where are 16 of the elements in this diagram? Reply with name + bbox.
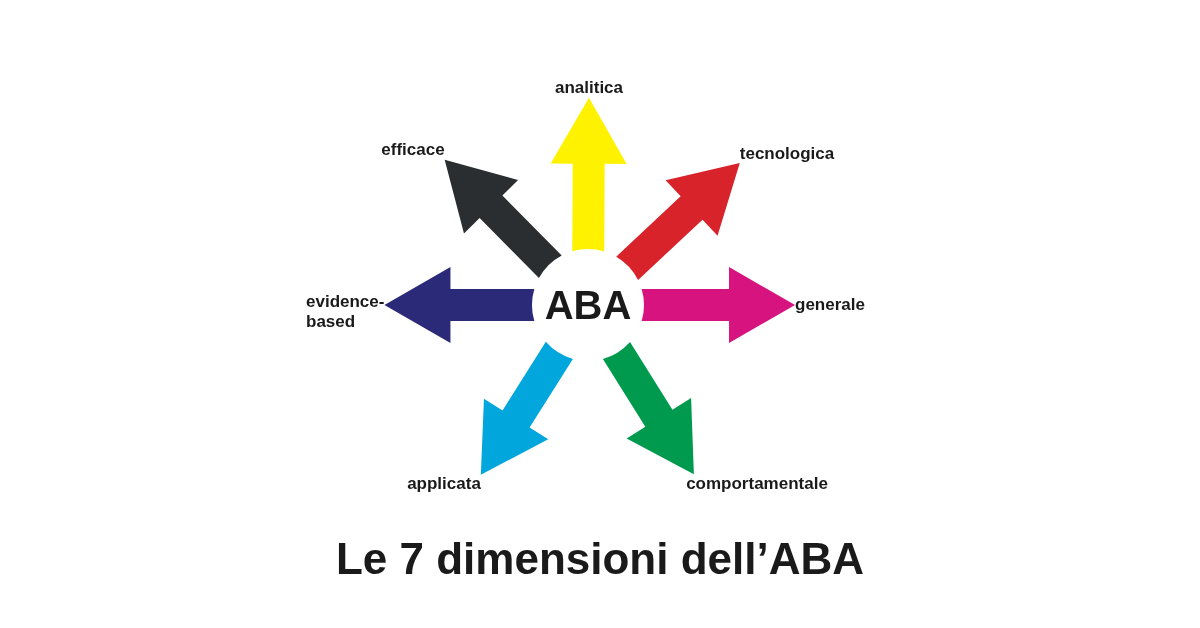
hub-label: ABA (544, 285, 632, 325)
dimension-label: comportamentale (686, 474, 828, 494)
block-arrow (641, 267, 796, 343)
block-arrow (480, 341, 573, 475)
title: Le 7 dimensioni dell’ABA (335, 534, 865, 583)
dimension-label: generale (795, 295, 865, 315)
block-arrow (384, 267, 535, 343)
dimension-label: evidence-based (306, 292, 385, 332)
dimension-label: efficace (381, 140, 445, 160)
block-arrow (602, 342, 694, 475)
dimension-label: analitica (555, 78, 623, 98)
dimension-label: applicata (407, 474, 481, 494)
block-arrow (550, 97, 627, 252)
block-arrow (616, 162, 740, 280)
dimension-label: tecnologica (739, 144, 835, 164)
block-arrow (444, 159, 562, 279)
